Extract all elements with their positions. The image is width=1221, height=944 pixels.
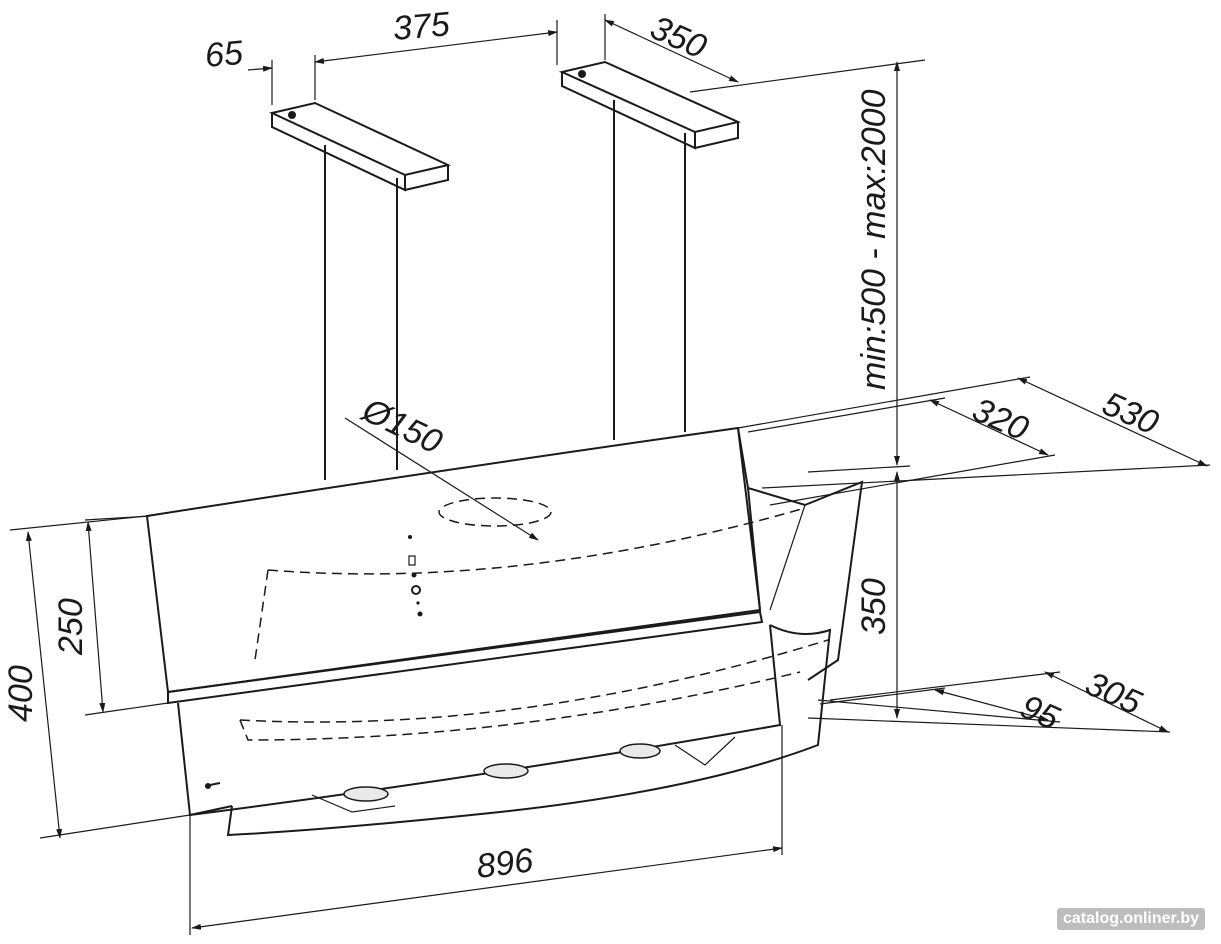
dim-530: 530 bbox=[1097, 385, 1164, 443]
dim-250: 250 bbox=[52, 598, 90, 656]
dim-65: 65 bbox=[203, 34, 244, 75]
ceiling-bracket-right bbox=[558, 60, 742, 150]
dim-350-top: 350 bbox=[645, 9, 712, 67]
hood-body bbox=[145, 426, 864, 837]
dimension-labels: 65 375 350 min:500 - max:2000 530 320 Ø1… bbox=[2, 5, 1164, 886]
dim-896: 896 bbox=[474, 841, 535, 886]
dim-350-side: 350 bbox=[855, 578, 893, 635]
watermark-text: catalog.onliner.by bbox=[1062, 910, 1199, 927]
ceiling-bracket-left bbox=[268, 101, 452, 192]
dim-height-range: min:500 - max:2000 bbox=[855, 89, 893, 390]
dim-95: 95 bbox=[1015, 688, 1065, 738]
dimension-lines bbox=[25, 19, 1208, 930]
dim-375: 375 bbox=[391, 5, 451, 48]
dim-305: 305 bbox=[1080, 665, 1147, 723]
dim-diameter: Ø150 bbox=[356, 391, 448, 462]
dim-320: 320 bbox=[967, 391, 1034, 449]
watermark: catalog.onliner.by bbox=[1056, 908, 1205, 930]
dim-400: 400 bbox=[2, 665, 40, 722]
suspension-cables bbox=[324, 100, 686, 480]
extension-lines bbox=[9, 14, 1211, 935]
